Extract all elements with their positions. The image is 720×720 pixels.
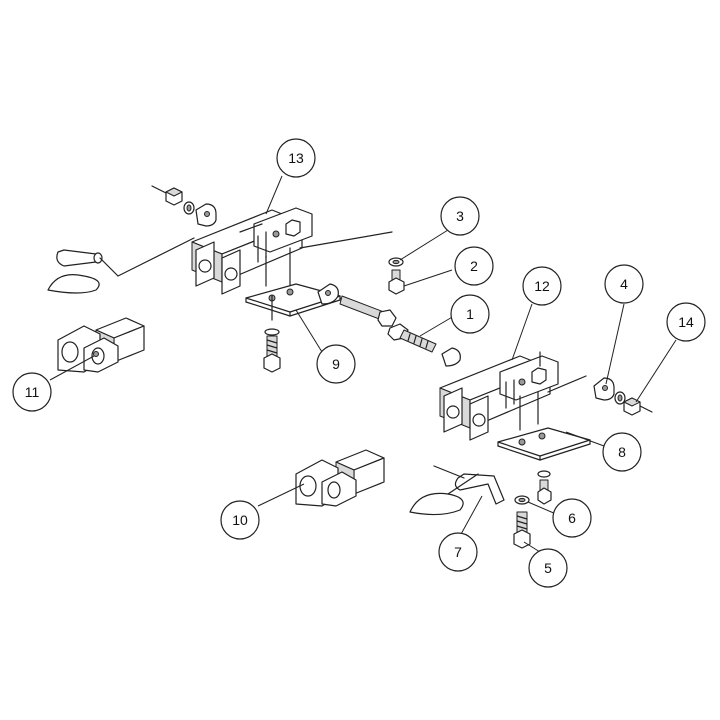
left-bracket-assembly [151, 185, 393, 295]
callout-balloon-1: 1 [450, 294, 490, 334]
left-tab-washer [195, 203, 217, 227]
callout-balloon-7: 7 [438, 532, 478, 572]
center-right-washer [441, 347, 461, 367]
callout-label: 9 [332, 356, 340, 372]
long-carriage-bolt [339, 295, 437, 353]
callout-balloon-9: 9 [316, 344, 356, 384]
right-bracket-assembly [439, 351, 587, 441]
right-hitch-pin [409, 465, 505, 516]
callout-label: 6 [568, 510, 576, 526]
right-mounting-plate [497, 427, 591, 461]
callout-label: 1 [466, 306, 474, 322]
callout-label: 10 [232, 512, 248, 528]
callout-label: 5 [544, 560, 552, 576]
right-plate-bolt-short [537, 470, 552, 505]
callout-label: 14 [678, 314, 694, 330]
left-nut [165, 187, 183, 206]
callout-label: 3 [456, 208, 464, 224]
callout-label: 7 [454, 544, 462, 560]
right-lock-washer [614, 391, 626, 405]
callout-label: 4 [620, 276, 628, 292]
callout-balloon-14: 14 [666, 302, 706, 342]
callout-balloon-6: 6 [552, 498, 592, 538]
left-mounting-plate [245, 283, 341, 321]
center-tab-washer [317, 283, 339, 305]
callout-label: 13 [288, 150, 304, 166]
callout-balloon-4: 4 [604, 264, 644, 304]
callout-balloon-5: 5 [528, 548, 568, 588]
small-bolt-washer [388, 257, 405, 295]
left-plate-bolt [263, 328, 281, 373]
left-lock-washer [183, 201, 195, 215]
callout-balloon-10: 10 [220, 500, 260, 540]
callout-balloon-11: 11 [12, 372, 52, 412]
leader-lines [49, 175, 677, 553]
callout-balloon-2: 2 [454, 246, 494, 286]
callout-label: 2 [470, 258, 478, 274]
callout-label: 8 [618, 444, 626, 460]
callout-label: 11 [25, 384, 40, 400]
right-tab-washer [593, 377, 615, 401]
callout-balloon-3: 3 [440, 196, 480, 236]
callout-label: 12 [534, 278, 550, 294]
callout-balloon-8: 8 [602, 432, 642, 472]
left-bracket-body [191, 207, 313, 295]
callout-balloon-13: 13 [276, 138, 316, 178]
receiver-adapter-left [57, 317, 145, 373]
right-bracket-body [439, 355, 559, 441]
receiver-adapter-center [295, 449, 385, 507]
right-nut [623, 397, 653, 416]
right-plate-bolt-long [513, 495, 531, 549]
callout-balloon-12: 12 [522, 266, 562, 306]
left-hitch-pin [47, 237, 195, 294]
